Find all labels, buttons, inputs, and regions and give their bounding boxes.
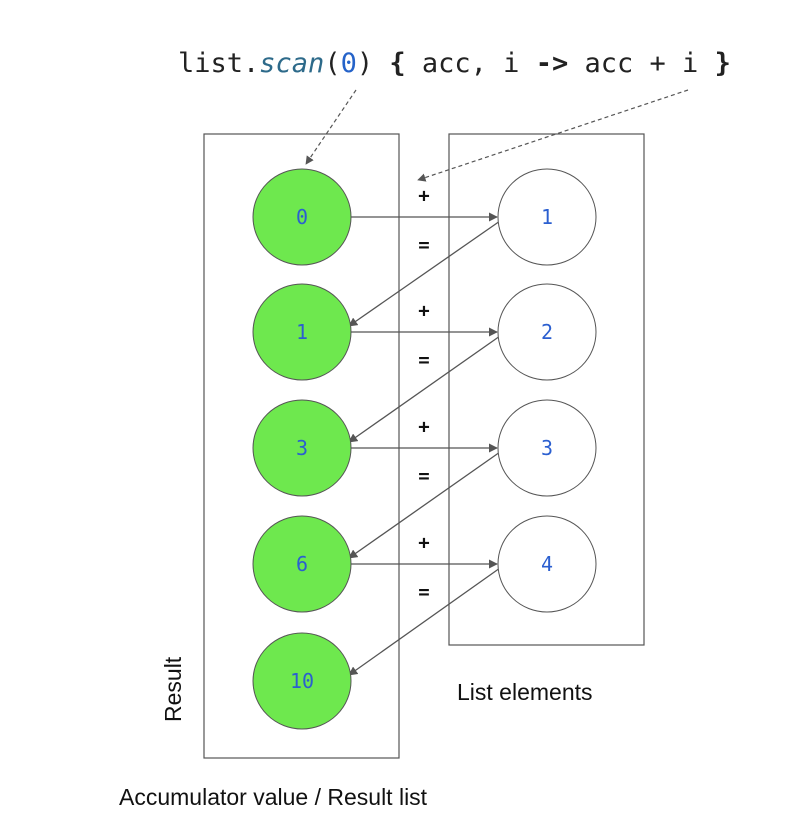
list-element-node bbox=[497, 399, 597, 497]
list-element-value: 1 bbox=[541, 205, 553, 229]
accumulator-value: 6 bbox=[296, 552, 308, 576]
equals-arrow bbox=[348, 567, 501, 676]
code-arrow: -> bbox=[536, 48, 569, 79]
plus-label: + bbox=[418, 185, 429, 207]
arrow-group bbox=[348, 212, 501, 676]
equals-label: = bbox=[418, 234, 429, 256]
accumulator-value: 1 bbox=[296, 320, 308, 344]
code-close-paren: ) bbox=[357, 48, 373, 79]
plus-label: + bbox=[418, 300, 429, 322]
code-prefix: list. bbox=[178, 48, 259, 79]
code-lambda-params: acc, i bbox=[422, 48, 520, 79]
list-elements-box bbox=[448, 133, 645, 646]
initial-pointer-line bbox=[305, 89, 357, 165]
code-open-paren: ( bbox=[324, 48, 340, 79]
code-brace-open: { bbox=[389, 48, 405, 79]
equals-arrow bbox=[348, 335, 501, 443]
code-initial: 0 bbox=[341, 48, 357, 79]
accumulator-nodes: 0 1 3 6 10 bbox=[252, 168, 352, 730]
equals-arrow bbox=[348, 220, 501, 327]
equals-arrow bbox=[348, 451, 501, 559]
plus-label: + bbox=[418, 416, 429, 438]
accumulator-node bbox=[252, 168, 352, 266]
list-element-node bbox=[497, 515, 597, 613]
plus-label: + bbox=[418, 532, 429, 554]
list-element-node bbox=[497, 168, 597, 266]
equals-label: = bbox=[418, 581, 429, 603]
accumulator-node bbox=[252, 283, 352, 381]
list-element-value: 3 bbox=[541, 436, 553, 460]
equals-label: = bbox=[418, 465, 429, 487]
list-element-node bbox=[497, 283, 597, 381]
code-func: scan bbox=[259, 48, 324, 79]
code-lambda-body: acc + i bbox=[585, 48, 699, 79]
code-expression: list.scan(0) { acc, i -> acc + i } bbox=[178, 48, 731, 79]
accumulator-value: 0 bbox=[296, 205, 308, 229]
code-brace-close: } bbox=[715, 48, 731, 79]
operation-labels: + = + = + = + = bbox=[418, 185, 429, 603]
equals-label: = bbox=[418, 349, 429, 371]
caption-accumulator: Accumulator value / Result list bbox=[119, 784, 428, 810]
accumulator-box bbox=[203, 133, 400, 759]
caption-list-elements: List elements bbox=[457, 679, 593, 705]
lambda-pointer-line bbox=[417, 89, 689, 182]
accumulator-node bbox=[252, 515, 352, 613]
accumulator-value: 10 bbox=[290, 669, 314, 693]
list-element-nodes: 1 2 3 4 bbox=[497, 168, 597, 613]
accumulator-value: 3 bbox=[296, 436, 308, 460]
list-element-value: 2 bbox=[541, 320, 553, 344]
accumulator-node bbox=[252, 399, 352, 497]
list-element-value: 4 bbox=[541, 552, 553, 576]
accumulator-node bbox=[252, 632, 352, 730]
caption-result-vertical: Result bbox=[160, 656, 186, 722]
